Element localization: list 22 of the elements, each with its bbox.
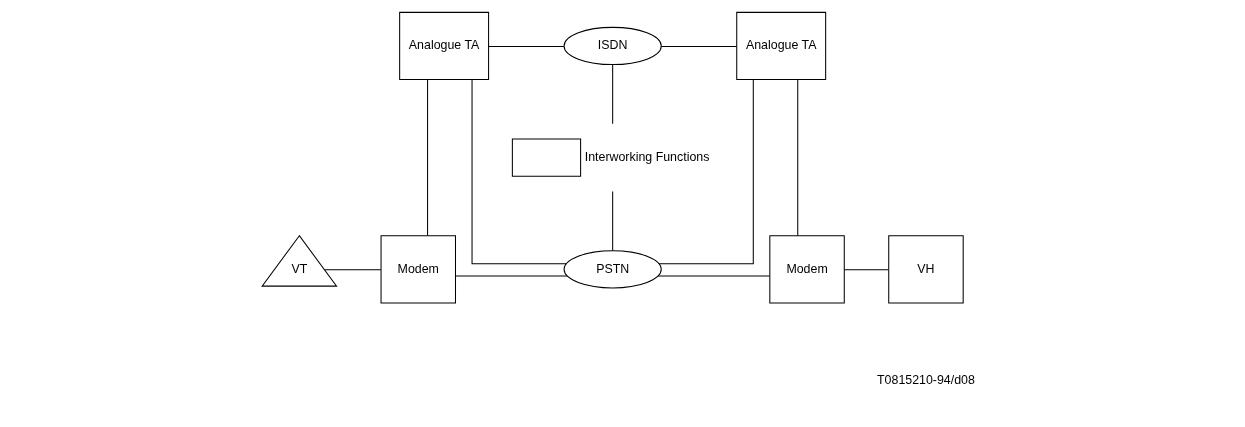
connector: [660, 46, 737, 48]
connector: [323, 269, 381, 271]
connector: [658, 79, 754, 265]
connector: [843, 269, 889, 271]
node-box: Analogue TA: [735, 11, 826, 81]
label: T0815210-94/d08: [876, 373, 975, 388]
node-ellipse: ISDN: [563, 26, 662, 66]
node-box: Modem: [768, 235, 845, 304]
connector: [796, 79, 798, 236]
connector: [471, 79, 567, 265]
node-label: Interworking Functions: [584, 149, 709, 164]
connector: [611, 64, 613, 125]
connector: [657, 275, 770, 277]
connector: [426, 79, 428, 236]
node-box: [511, 138, 581, 177]
connector: [611, 190, 613, 252]
node-box: Modem: [380, 235, 456, 304]
connector: [487, 46, 564, 48]
connector: [454, 275, 568, 277]
node-ellipse: PSTN: [563, 250, 662, 289]
node-box: VH: [887, 235, 964, 304]
node-box: Analogue TA: [398, 11, 489, 81]
